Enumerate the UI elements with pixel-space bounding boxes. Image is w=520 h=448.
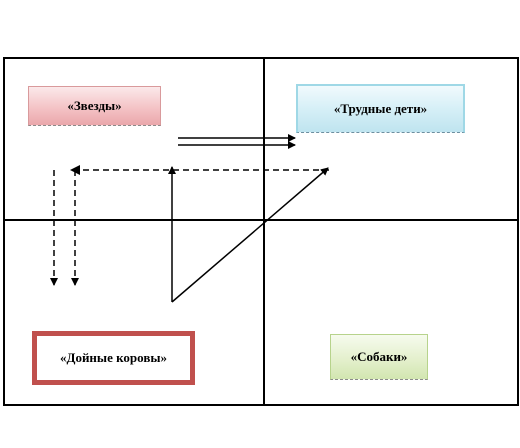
stars-box: «Звезды»: [28, 86, 161, 126]
cash-cows-label: «Дойные коровы»: [60, 350, 167, 365]
solid-arrow-diagonal: [171, 167, 329, 303]
cash-cows-box: «Дойные коровы»: [32, 331, 195, 385]
dogs-box: «Собаки»: [330, 334, 428, 380]
stars-label: «Звезды»: [67, 98, 122, 113]
question-marks-label: «Трудные дети»: [333, 101, 428, 116]
question-marks-box: «Трудные дети»: [296, 84, 465, 133]
dashed-arrow-corner-tip: [70, 165, 80, 175]
dogs-label: «Собаки»: [350, 349, 408, 364]
